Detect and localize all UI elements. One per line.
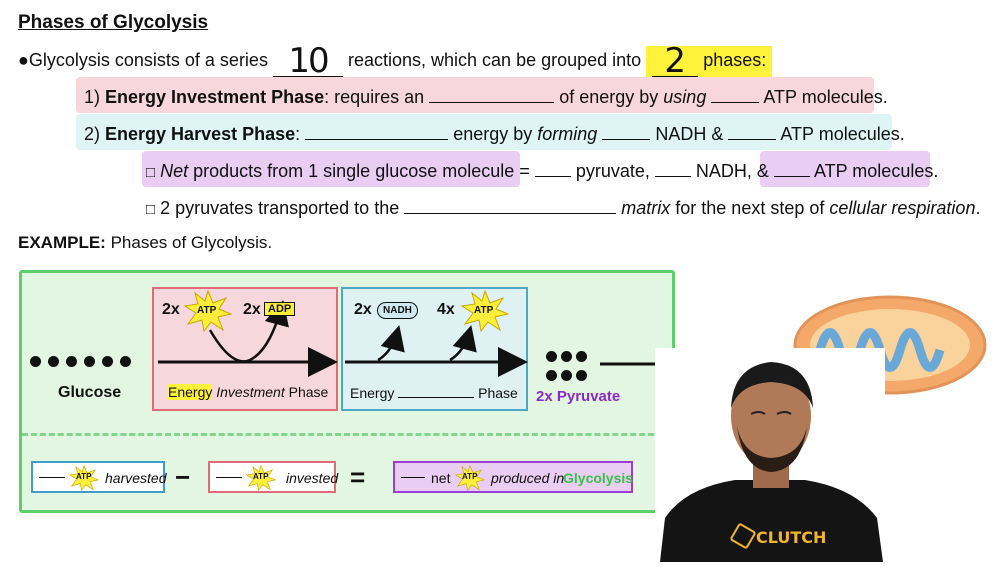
pyruvate-transport-row: □ 2 pyruvates transported to the matrix … — [146, 198, 980, 219]
invested-box: ATP invested — [208, 461, 339, 493]
row-text: products from 1 single glucose molecule … — [193, 161, 530, 181]
atp-label: ATP — [197, 305, 217, 316]
atp-label: ATP — [76, 472, 92, 481]
dashed-divider — [22, 433, 672, 436]
intro-mid-text: reactions, which can be grouped into — [347, 50, 642, 70]
harvested-label: harvested — [105, 470, 167, 486]
blank — [401, 477, 425, 478]
row-text: . — [975, 198, 981, 218]
investment-phase-term: Energy Investment Phase — [105, 87, 325, 107]
brand-text: CLUTCH — [756, 528, 827, 547]
atp-star-icon — [454, 465, 486, 491]
harvest-phase-term: Energy Harvest Phase — [105, 124, 296, 144]
atp-star-icon — [184, 290, 232, 332]
row-text: of energy by — [559, 87, 659, 107]
row-text: pyruvate, — [575, 161, 650, 181]
glycolysis-label: Glycolysis — [563, 470, 634, 486]
handwritten-answer-10: 10 — [288, 41, 329, 81]
net-italic: Net — [160, 161, 189, 181]
blank — [773, 162, 810, 177]
atp-star-icon — [245, 465, 277, 491]
nadh-icon: NADH — [377, 302, 418, 319]
checkbox-icon: □ — [146, 201, 156, 218]
blank — [39, 477, 65, 478]
harvest-phase-row: 2) Energy Harvest Phase: energy by formi… — [76, 114, 905, 150]
blank — [429, 88, 555, 103]
cellular-respiration-italic: cellular respiration — [829, 198, 976, 218]
blank — [398, 387, 475, 398]
row-number: 1) — [84, 87, 101, 107]
net-produced-box: net ATP produced in Glycolysis — [393, 461, 633, 493]
net-products-row: □ Net products from 1 single glucose mol… — [146, 161, 938, 182]
using-italic: using — [663, 87, 707, 107]
row-text: for the next step of — [675, 198, 825, 218]
atp-label: ATP — [253, 472, 269, 481]
atp-star-icon — [461, 290, 509, 332]
blank — [654, 162, 691, 177]
phase-word: Phase — [478, 385, 518, 401]
blank — [534, 162, 571, 177]
matrix-italic: matrix — [621, 198, 671, 218]
atp-label: ATP — [462, 472, 478, 481]
atp-star-icon — [68, 465, 100, 491]
clutch-logo: CLUTCH — [729, 522, 827, 550]
atp-label: ATP — [474, 305, 494, 316]
invested-label: invested — [286, 470, 339, 486]
row-text: NADH & — [655, 124, 724, 144]
harvest-atp-count: 4x — [437, 301, 455, 318]
harvested-box: ATP harvested — [31, 461, 167, 493]
minus-sign: − — [175, 462, 191, 492]
produced-label: produced in — [491, 470, 565, 486]
handwritten-answer-2: 2 — [664, 41, 686, 81]
adp-label: ADP — [264, 302, 296, 316]
net-products-highlight — [142, 151, 520, 187]
row-text: : requires an — [324, 87, 425, 107]
row-text: NADH, & — [695, 161, 769, 181]
blank — [602, 125, 651, 140]
row-text: : — [295, 124, 301, 144]
row-number: 2) — [84, 124, 101, 144]
net-label: net — [431, 470, 451, 486]
invest-adp-count: 2x — [243, 301, 261, 318]
row-text: ATP molecules. — [780, 124, 905, 144]
investment-phase-row: 1) Energy Investment Phase: requires an … — [76, 77, 888, 113]
example-label: EXAMPLE: — [18, 233, 106, 252]
page-title: Phases of Glycolysis — [18, 12, 209, 33]
pyruvate-label: 2x Pyruvate — [536, 388, 621, 405]
blank — [711, 88, 760, 103]
forming-italic: forming — [537, 124, 598, 144]
phase-word: Phase — [288, 384, 329, 400]
row-text: energy by — [453, 124, 533, 144]
blank — [305, 125, 449, 140]
row-text: ATP molecules. — [763, 87, 888, 107]
blank — [216, 477, 242, 478]
investment-phase-label: Energy Investment Phase — [168, 384, 328, 400]
glucose-label: Glucose — [58, 384, 122, 401]
harvest-phase-label: Energy Phase — [350, 385, 518, 401]
equals-sign: = — [350, 462, 366, 492]
intro-text: ●Glycolysis consists of a series — [18, 50, 268, 70]
harvest-nadh-count: 2x — [354, 301, 372, 318]
hexagon-icon — [729, 522, 757, 550]
blank — [404, 199, 617, 214]
example-heading: EXAMPLE: Phases of Glycolysis. — [18, 233, 272, 253]
invest-atp-count: 2x — [162, 301, 180, 318]
atp-highlight — [760, 151, 930, 187]
checkbox-icon: □ — [146, 164, 156, 181]
example-text: Phases of Glycolysis. — [110, 233, 273, 252]
intro-end-text: phases: — [703, 50, 767, 70]
energy-word: Energy — [168, 384, 213, 400]
row-text: 2 pyruvates transported to the — [160, 198, 400, 218]
energy-word: Energy — [350, 385, 395, 401]
investment-word: Investment — [216, 384, 285, 400]
presenter-video: CLUTCH — [655, 348, 885, 562]
glycolysis-intro-line: ●Glycolysis consists of a series 10 reac… — [18, 41, 773, 81]
row-text: ATP molecules. — [813, 161, 939, 181]
blank — [728, 125, 777, 140]
